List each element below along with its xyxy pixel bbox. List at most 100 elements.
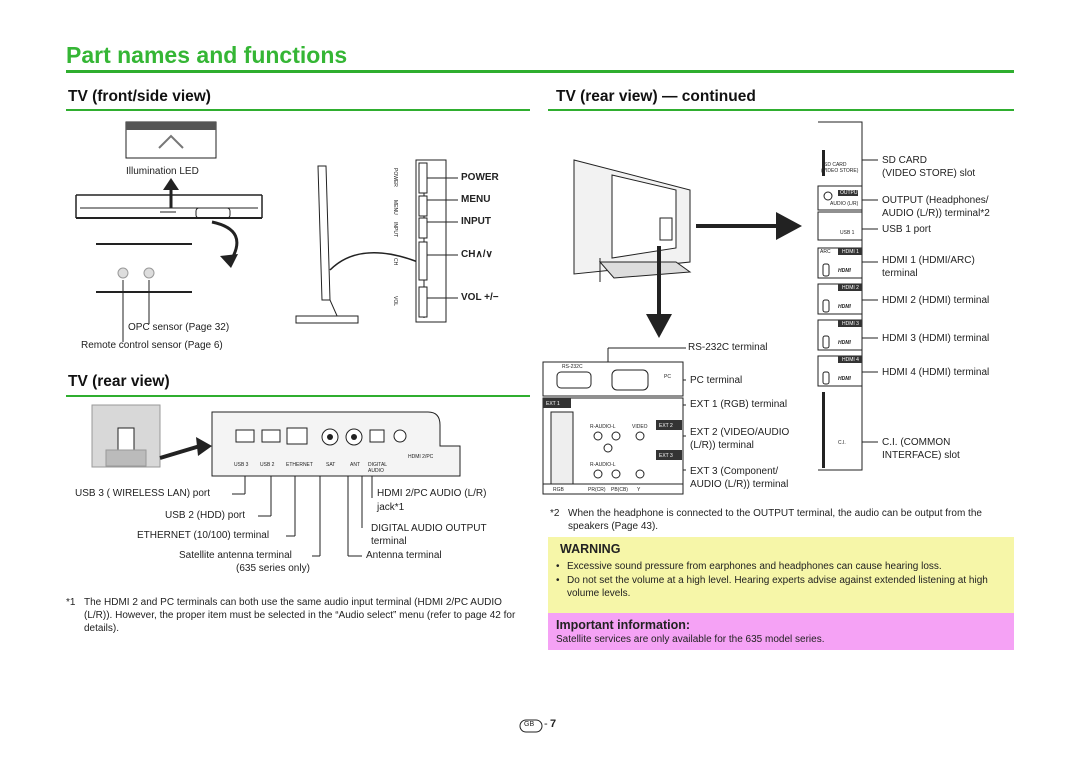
footnote-1-text: The HDMI 2 and PC terminals can both use… bbox=[84, 597, 516, 634]
title-rule bbox=[66, 70, 1014, 73]
page-title: Part names and functions bbox=[66, 42, 348, 68]
panel-ext3: EXT 3 bbox=[659, 453, 673, 459]
panel-usb3: USB 3 bbox=[234, 462, 249, 468]
hdmi2-audio-label-2: jack*1 bbox=[377, 502, 405, 513]
usb2-label: USB 2 (HDD) port bbox=[165, 510, 246, 521]
footnote-2-mark: *2 bbox=[550, 508, 560, 519]
important-title: Important information: bbox=[556, 618, 691, 632]
panel-pc: PC bbox=[664, 374, 671, 380]
panel-video-store: (VIDEO STORE) bbox=[821, 168, 859, 174]
panel-ethernet: ETHERNET bbox=[286, 462, 313, 468]
rear-view-heading: TV (rear view) bbox=[68, 373, 170, 390]
panel-ant: ANT bbox=[350, 462, 360, 468]
rear-continued-heading: TV (rear view) — continued bbox=[556, 88, 756, 105]
panel-rgb: RGB bbox=[553, 487, 564, 493]
ethernet-label: ETHERNET (10/100) terminal bbox=[137, 530, 270, 541]
output-label: OUTPUT (Headphones/ bbox=[882, 195, 989, 206]
front-heading-rule bbox=[66, 109, 530, 111]
ch-button-label: CH∧/∨ bbox=[461, 249, 493, 260]
panel-rs232c: RS-232C bbox=[562, 364, 583, 370]
tv-side-profile bbox=[295, 165, 419, 324]
side-print-input: INPUT bbox=[392, 222, 398, 237]
digital-audio-label: DIGITAL AUDIO OUTPUT bbox=[371, 523, 487, 534]
rs232c-label: RS-232C terminal bbox=[688, 342, 768, 353]
footnote-2-text: When the headphone is connected to the O… bbox=[568, 508, 982, 532]
ext2-label: EXT 2 (VIDEO/AUDIO bbox=[690, 427, 790, 438]
ext3-label-2: AUDIO (L/R)) terminal bbox=[690, 479, 789, 490]
hdmi-logo-4: HDMI bbox=[838, 376, 851, 382]
ext3-label: EXT 3 (Component/ bbox=[690, 466, 779, 477]
connector-panel-left bbox=[542, 347, 686, 495]
hdmi-logo-1: HDMI bbox=[838, 268, 851, 274]
sd-card-label-2: (VIDEO STORE) slot bbox=[882, 168, 976, 179]
front-view-heading: TV (front/side view) bbox=[68, 88, 211, 105]
panel-digital: DIGITAL bbox=[368, 462, 388, 468]
panel-hdmi4: HDMI 4 bbox=[842, 357, 859, 363]
side-print-ch: CH bbox=[392, 258, 398, 266]
panel-arc: ARC bbox=[820, 249, 831, 255]
footnote-1-mark: *1 bbox=[66, 597, 76, 608]
ci-label: C.I. (COMMON bbox=[882, 437, 951, 448]
sd-card-label: SD CARD bbox=[882, 155, 928, 166]
hdmi2-audio-label: HDMI 2/PC AUDIO (L/R) bbox=[377, 488, 487, 499]
ext1-label: EXT 1 (RGB) terminal bbox=[690, 399, 788, 410]
panel-output: OUTPUT bbox=[840, 190, 861, 196]
connector-panel-right bbox=[817, 121, 878, 471]
rear-continued-rule bbox=[548, 109, 1014, 111]
warning-item-2: Do not set the volume at a high level. H… bbox=[567, 575, 988, 599]
digital-audio-label-2: terminal bbox=[371, 536, 407, 547]
usb3-label: USB 3 ( WIRELESS LAN) port bbox=[75, 488, 211, 499]
input-button-label: INPUT bbox=[461, 216, 491, 227]
panel-audio: AUDIO bbox=[368, 468, 384, 474]
page-badge-text: GB bbox=[524, 721, 535, 728]
panel-raudiol-1: R-AUDIO-L bbox=[590, 424, 616, 430]
page-badge bbox=[519, 719, 543, 733]
illumination-led-label: Illumination LED bbox=[126, 166, 199, 177]
important-box bbox=[548, 613, 1014, 650]
warning-box bbox=[548, 537, 1014, 613]
hdmi-logo-3: HDMI bbox=[838, 340, 851, 346]
side-print-menu: MENU bbox=[392, 200, 398, 215]
ci-label-2: INTERFACE) slot bbox=[882, 450, 960, 461]
hdmi-logo-2: HDMI bbox=[838, 304, 851, 310]
panel-raudiol-2: R-AUDIO-L bbox=[590, 462, 616, 468]
sat-note-label: (635 series only) bbox=[236, 563, 310, 574]
opc-sensor-label: OPC sensor (Page 32) bbox=[128, 322, 230, 333]
hdmi2-label: HDMI 2 (HDMI) terminal bbox=[882, 295, 990, 306]
panel-usb2: USB 2 bbox=[260, 462, 275, 468]
hdmi1-label-2: terminal bbox=[882, 268, 918, 279]
panel-pb: PB(CB) bbox=[611, 487, 628, 493]
panel-ci: C.I. bbox=[838, 440, 846, 446]
warning-bullet-1: • bbox=[556, 561, 560, 572]
rear-terminal-panel bbox=[211, 411, 461, 557]
hdmi4-label: HDMI 4 (HDMI) terminal bbox=[882, 367, 990, 378]
panel-hdmi3: HDMI 3 bbox=[842, 321, 859, 327]
panel-audio-lr: AUDIO (L/R) bbox=[830, 201, 859, 207]
panel-sat: SAT bbox=[326, 462, 336, 468]
rear-heading-rule bbox=[66, 395, 530, 397]
panel-y: Y bbox=[637, 487, 641, 493]
panel-hdmi2: HDMI 2 bbox=[842, 285, 859, 291]
usb1-label: USB 1 port bbox=[882, 224, 931, 235]
page-dash: - bbox=[544, 718, 548, 730]
hdmi1-label: HDMI 1 (HDMI/ARC) bbox=[882, 255, 975, 266]
panel-video: VIDEO bbox=[632, 424, 648, 430]
vol-button-label: VOL +/− bbox=[461, 292, 499, 303]
remote-sensor-label: Remote control sensor (Page 6) bbox=[81, 340, 223, 351]
rear-tv-angled bbox=[573, 159, 692, 282]
antenna-label: Antenna terminal bbox=[366, 550, 442, 561]
warning-bullet-2: • bbox=[556, 575, 560, 586]
pc-label: PC terminal bbox=[690, 375, 743, 386]
rear-tv-back bbox=[91, 404, 212, 468]
menu-button-label: MENU bbox=[461, 194, 491, 205]
panel-hdmi1: HDMI 1 bbox=[842, 249, 859, 255]
panel-sd-card: SD CARD bbox=[824, 162, 847, 168]
sensor-detail bbox=[96, 243, 192, 342]
warning-title: WARNING bbox=[560, 542, 621, 556]
hdmi3-label: HDMI 3 (HDMI) terminal bbox=[882, 333, 990, 344]
panel-hdmi2pc: HDMI 2/PC bbox=[408, 454, 434, 460]
tv-bottom-edge bbox=[75, 194, 263, 268]
ext2-label-2: (L/R)) terminal bbox=[690, 440, 754, 451]
side-print-vol: VOL bbox=[392, 296, 398, 307]
